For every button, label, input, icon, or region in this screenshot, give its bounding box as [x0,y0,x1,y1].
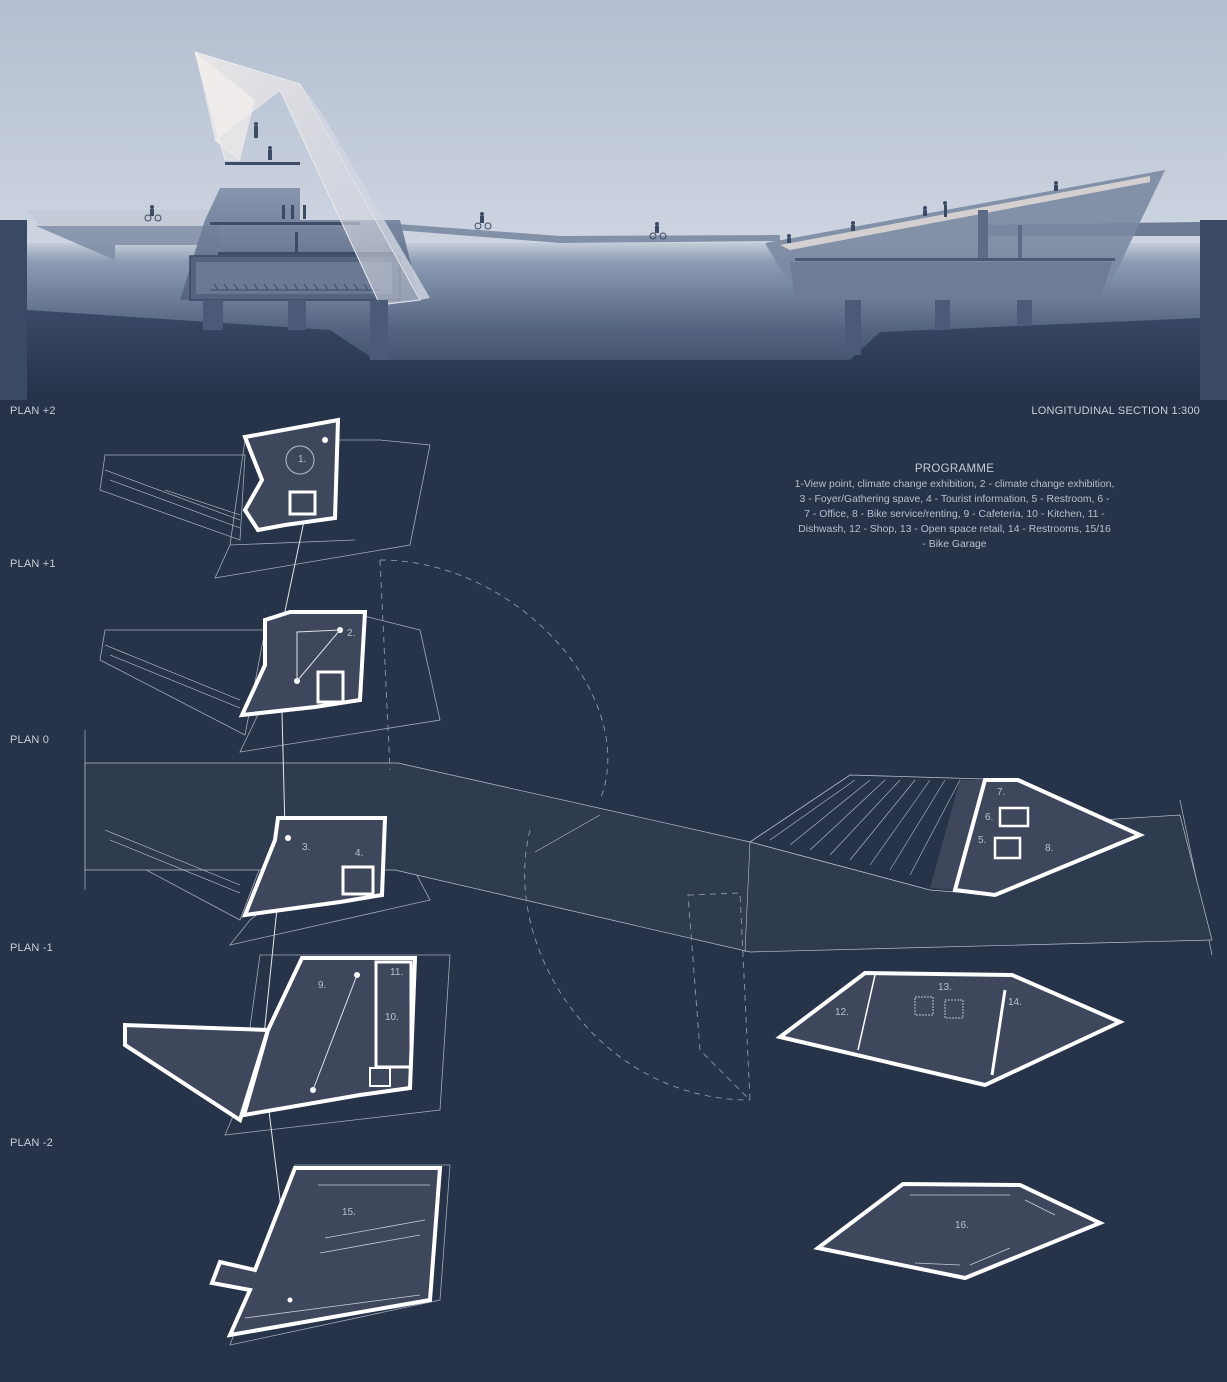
floor-plans-drawing: 1. 2. 3. 4. [84,417,1213,1346]
programme-line: 3 - Foyer/Gathering spave, 4 - Tourist i… [799,494,1110,505]
section-drawing [0,0,1227,400]
room-label-15: 15. [342,1207,356,1218]
programme-line: - Bike Garage [922,539,987,550]
plan-0-right-building: 6. 5. 7. 8. [749,774,1146,898]
programme-line: 7 - Office, 8 - Bike service/renting, 9 … [804,509,1105,520]
room-label-10: 10. [385,1012,399,1023]
room-label-7: 7. [997,787,1005,798]
plan-plus-1-building: 2. [238,610,368,718]
section-title: LONGITUDINAL SECTION 1:300 [1031,405,1200,417]
room-label-5: 5. [978,835,986,846]
plan-minus-1-right-building: 12. 13. 14. [775,970,1125,1088]
room-label-8: 8. [1045,843,1053,854]
room-label-4: 4. [355,848,363,859]
programme-line: 1-View point, climate change exhibition,… [794,479,1115,490]
plan-minus-1-label: PLAN -1 [10,942,53,954]
room-label-12: 12. [835,1007,849,1018]
programme-title: PROGRAMME [914,463,995,475]
floor-plans-panel: 1. 2. 3. 4. [0,400,1227,1382]
room-label-1: 1. [298,454,306,465]
plan-plus-2-building: 1. [242,417,341,533]
room-label-11: 11. [390,967,403,978]
plan-plus-2-label: PLAN +2 [10,405,56,417]
programme-legend: PROGRAMME 1-View point, climate change e… [782,462,1127,552]
room-label-3: 3. [302,842,310,853]
room-label-16: 16. [955,1220,969,1231]
programme-line: Dishwash, 12 - Shop, 13 - Open space ret… [798,524,1111,535]
room-label-6: 6. [985,812,993,823]
room-label-14: 14. [1008,997,1022,1008]
plan-minus-1-building: 9. 10. 11. [123,956,418,1124]
plan-minus-2-right-building: 16. [813,1181,1105,1281]
room-label-13: 13. [938,982,952,993]
plan-0-label: PLAN 0 [10,734,50,746]
room-label-2: 2. [347,628,355,639]
plan-minus-2-building: 15. [209,1166,443,1338]
plan-plus-1-label: PLAN +1 [10,558,56,570]
room-label-9: 9. [318,980,326,991]
plan-minus-2-label: PLAN -2 [10,1137,53,1149]
longitudinal-section-render [0,0,1227,400]
plan-0-building: 3. 4. [241,816,388,918]
